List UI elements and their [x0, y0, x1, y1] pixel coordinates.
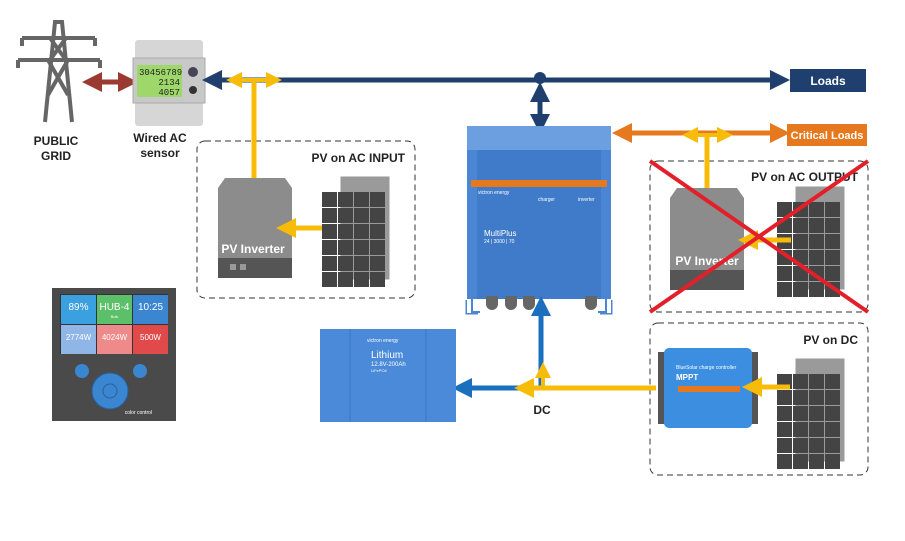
- meter-reading-2: 2134: [158, 78, 180, 88]
- battery-chemistry: LiFePO4: [371, 368, 388, 373]
- mppt-label: MPPT: [676, 373, 698, 382]
- status-tile-sub: Bulk: [111, 314, 119, 319]
- pv-ac-output-title: PV on AC OUTPUT: [751, 170, 859, 184]
- status-tile-value: 89%: [68, 302, 88, 313]
- power-tower-icon: [16, 20, 102, 123]
- multiplus-charger-label: charger: [538, 197, 555, 203]
- energy-meter: 30456789 2134 4057: [132, 40, 206, 126]
- multiplus-name: MultiPlus: [484, 229, 516, 238]
- status-tile: [61, 295, 96, 324]
- loads-label: Loads: [810, 74, 846, 88]
- loads-box: [790, 69, 866, 92]
- solar-panel-icon: [322, 175, 391, 287]
- status-tile: [133, 325, 168, 354]
- pv-ac-input-title: PV on AC INPUT: [311, 151, 405, 165]
- sensor-label-2: sensor: [140, 146, 180, 160]
- critical-loads-label: Critical Loads: [791, 130, 864, 142]
- battery-spec: 12.8V-200Ah: [371, 362, 406, 368]
- crossed-out-icon: [648, 159, 870, 314]
- meter-reading-1: 30456789: [139, 68, 182, 78]
- pv-inverter: [218, 178, 292, 278]
- battery-brand: victron energy: [367, 338, 399, 344]
- status-tile: [97, 325, 132, 354]
- status-tile: [133, 295, 168, 324]
- multiplus-inverter-label: inverter: [578, 197, 595, 203]
- pv-dc-title: PV on DC: [803, 333, 858, 347]
- mppt-brand: BlueSolar charge controller: [676, 365, 737, 371]
- multiplus-brand: victron energy: [478, 190, 510, 196]
- grid-label-1: PUBLIC: [34, 134, 79, 148]
- multiplus-model: 24 | 3000 | 70: [484, 239, 515, 245]
- battery-name: Lithium: [371, 350, 403, 361]
- grid-label-2: GRID: [41, 149, 71, 163]
- sensor-label-1: Wired AC: [133, 131, 187, 145]
- pv-dc-box: [649, 322, 869, 476]
- dc-label: DC: [533, 403, 551, 417]
- bus-junction: [534, 72, 546, 84]
- status-tile-value: 2774W: [66, 333, 92, 342]
- status-tile-value: 4024W: [102, 333, 128, 342]
- solar-panel-icon: [777, 357, 846, 469]
- lithium-battery: [320, 329, 456, 422]
- solar-panel-icon: [777, 185, 846, 297]
- pv-ac-input-box: [196, 140, 416, 299]
- mppt-charge-controller: [658, 348, 758, 428]
- status-tile-value: 500W: [140, 333, 161, 342]
- color-control-brand: color control: [125, 410, 152, 416]
- status-tile-value: 10:25: [138, 302, 163, 313]
- status-tile-value: HUB-4: [99, 302, 129, 313]
- pv-ac-output-box: [649, 160, 869, 313]
- pv-inverter-label: PV Inverter: [675, 254, 739, 268]
- meter-reading-3: 4057: [158, 88, 180, 98]
- status-tile: [97, 295, 132, 324]
- status-tile: [61, 325, 96, 354]
- critical-loads-box: [787, 124, 867, 146]
- multiplus-inverter-charger: [465, 126, 613, 315]
- pv-inverter-label: PV Inverter: [221, 242, 285, 256]
